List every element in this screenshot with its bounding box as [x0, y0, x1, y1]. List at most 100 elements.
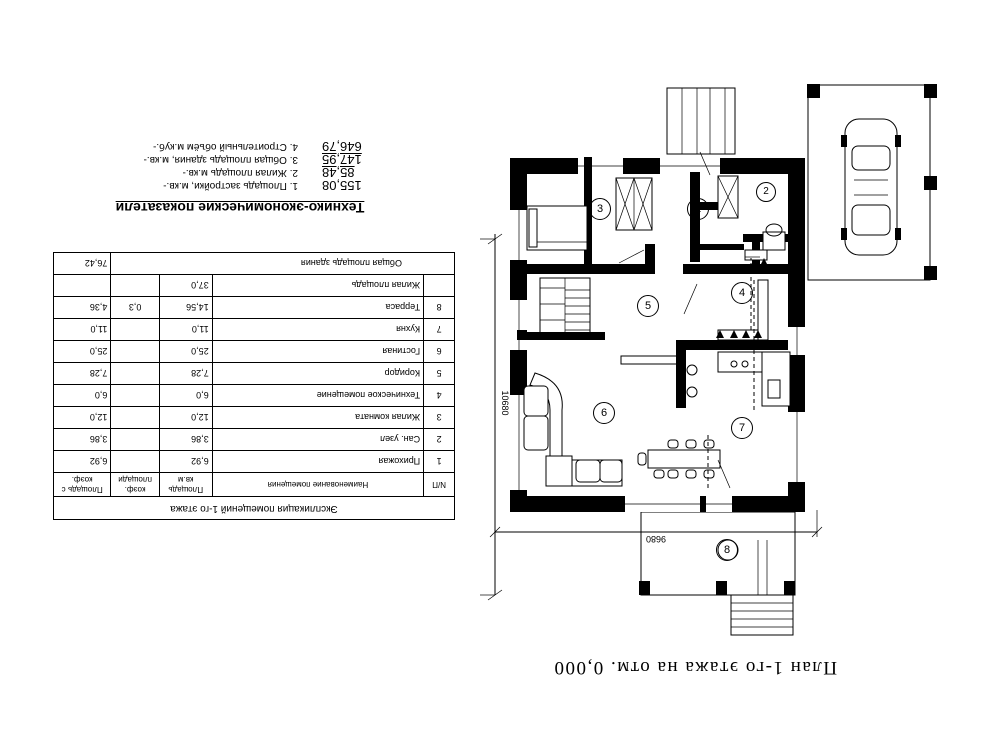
indicator-value: 646,79	[322, 139, 362, 154]
table-row: 7 Кухня 11,0 11,0	[53, 318, 455, 341]
dimension-height-label: 10680	[500, 390, 510, 415]
header-area: Площадь кв.м	[159, 472, 213, 497]
row-area: 6,0	[159, 384, 213, 407]
kitchen-furniture	[637, 279, 791, 488]
row-area: 6,92	[159, 450, 213, 473]
row-number: 1	[423, 450, 455, 473]
explication-caption: Экспликация помещений 1-го этажа	[53, 496, 455, 520]
table-row: 4 Техническое помещение 6,0 6,0	[53, 384, 455, 407]
row-coef: 0,3	[110, 296, 160, 319]
sofa	[523, 355, 678, 487]
room-label-1: 1	[687, 198, 709, 220]
table-header: N/П Наименование помещения Площадь кв.м …	[53, 472, 455, 497]
living-value: 37,0	[159, 274, 213, 297]
row-number: 3	[423, 406, 455, 429]
indicator-value: 155,08	[322, 178, 362, 193]
row-name: Прихожая	[212, 450, 424, 473]
row-number: 4	[423, 384, 455, 407]
row-coef	[110, 406, 160, 429]
room-label-7: 7	[731, 417, 753, 439]
row-number: 7	[423, 318, 455, 341]
indicator-row: 85,48 2. Жилая площадь м.кв.-	[90, 165, 390, 180]
row-area: 7,28	[159, 362, 213, 385]
row-coef	[110, 384, 160, 407]
row-area-coef: 6,92	[53, 450, 111, 473]
indicator-row: 147,95 3. Общая площадь здания, м.кв.-	[90, 152, 390, 167]
row-area: 14,56	[159, 296, 213, 319]
terrace	[639, 511, 796, 636]
table-row-total: Общая площадь здания 76,42	[53, 252, 455, 275]
row-area: 11,0	[159, 318, 213, 341]
row-area-coef: 6,0	[53, 384, 111, 407]
row-area-coef: 11,0	[53, 318, 111, 341]
row-area: 25,0	[159, 340, 213, 363]
table-row: 6 Гостиная 25,0 25,0	[53, 340, 455, 363]
row-name: Жилая комната	[212, 406, 424, 429]
row-area: 12,0	[159, 406, 213, 429]
header-name: Наименование помещения	[212, 472, 424, 497]
header-number: N/П	[423, 472, 455, 497]
bathroom-furniture	[744, 223, 786, 261]
indicator-label: 2. Жилая площадь м.кв.-	[182, 167, 298, 178]
row-coef	[110, 428, 160, 451]
dimension-width-label: 9680	[646, 534, 666, 544]
row-name: Коридор	[212, 362, 424, 385]
row-number: 5	[423, 362, 455, 385]
row-coef	[110, 362, 160, 385]
indicator-row: 646,79 4. Строительный объём м.куб.-	[90, 139, 390, 154]
table-row: 3 Жилая комната 12,0 12,0	[53, 406, 455, 429]
door-swings	[618, 151, 731, 489]
indicator-value: 85,48	[322, 165, 355, 180]
openings	[510, 158, 805, 512]
indicators-title: Технико-экономические показатели	[115, 200, 365, 216]
indicator-value: 147,95	[322, 152, 362, 167]
row-area-coef: 25,0	[53, 340, 111, 363]
row-number: 2	[423, 428, 455, 451]
room-label-4: 4	[731, 282, 753, 304]
row-number: 6	[423, 340, 455, 363]
row-coef	[110, 450, 160, 473]
plan-title: План 1-го этажа на отм. 0,000	[552, 657, 838, 678]
dimension-horizontal: 9680	[489, 510, 823, 544]
dining-table	[637, 439, 721, 479]
indicator-label: 3. Общая площадь здания, м.кв.-	[143, 154, 298, 165]
row-area: 3,86	[159, 428, 213, 451]
dimension-vertical: 10680	[480, 233, 510, 601]
header-area-coef: Площадь с коэф.	[53, 472, 111, 497]
row-coef	[110, 340, 160, 363]
bedroom-furniture	[526, 175, 739, 251]
row-name: Терраса	[212, 296, 424, 319]
indicators-list: 155,08 1. Площадь застройки, м.кв.- 85,4…	[90, 139, 390, 193]
row-name: Техническое помещение	[212, 384, 424, 407]
table-row-living: Жилая площадь 37,0	[53, 274, 455, 297]
row-name: Кухня	[212, 318, 424, 341]
header-coef: коэф. площади	[110, 472, 160, 497]
indicator-label: 4. Строительный объём м.куб.-	[153, 141, 298, 152]
carport	[666, 84, 937, 281]
room-label-8: 8	[716, 539, 738, 561]
row-area-coef: 4,36	[53, 296, 111, 319]
row-name: Гостиная	[212, 340, 424, 363]
explication-table: Экспликация помещений 1-го этажа N/П Наи…	[53, 252, 455, 520]
technical-equipment	[716, 258, 768, 338]
car-icon	[841, 118, 901, 256]
indicator-row: 155,08 1. Площадь застройки, м.кв.-	[90, 178, 390, 193]
total-label: Общая площадь здания	[110, 252, 455, 275]
table-row: 2 Сан. узел 3,86 3,86	[53, 428, 455, 451]
row-area-coef: 12,0	[53, 406, 111, 429]
room-label-5: 5	[637, 295, 659, 317]
row-coef	[110, 318, 160, 341]
staircase	[539, 277, 591, 339]
room-label-6: 6	[593, 402, 615, 424]
table-row: 8 Терраса 14,56 0,3 4,36	[53, 296, 455, 319]
row-name: Сан. узел	[212, 428, 424, 451]
row-area-coef: 7,28	[53, 362, 111, 385]
table-row: 1 Прихожая 6,92 6,92	[53, 450, 455, 473]
total-value: 76,42	[53, 252, 111, 275]
living-label: Жилая площадь	[212, 274, 424, 297]
row-number: 8	[423, 296, 455, 319]
room-label-3: 3	[589, 198, 611, 220]
